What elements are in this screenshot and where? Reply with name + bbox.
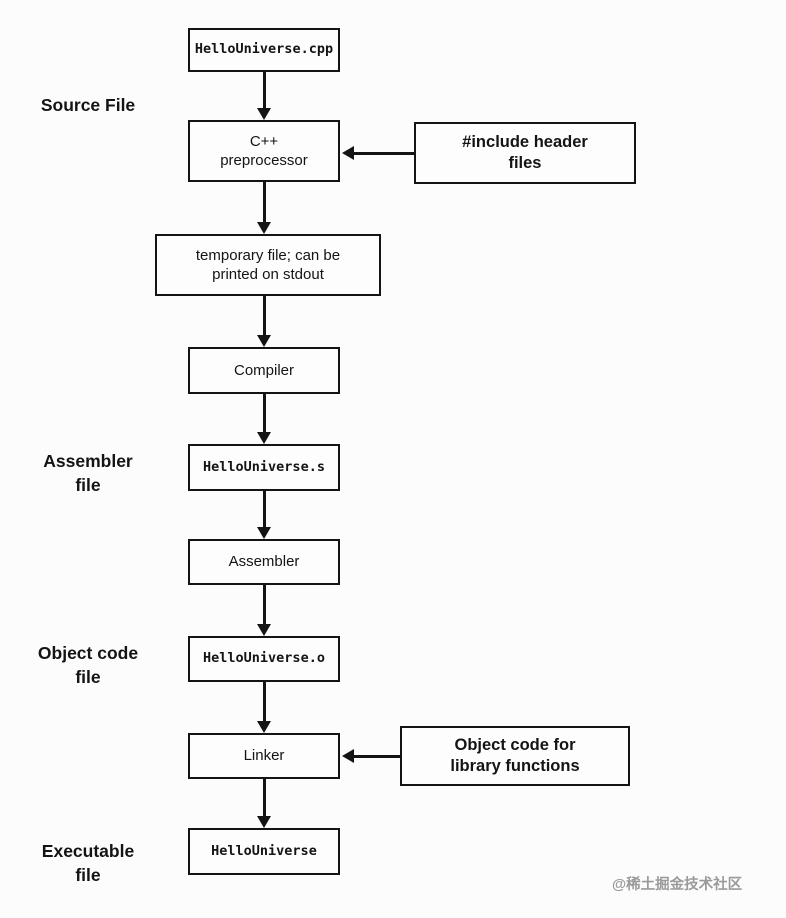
node-include-note: #include header files (414, 122, 636, 184)
node-compiler: Compiler (188, 347, 340, 394)
node-preprocessor: C++ preprocessor (188, 120, 340, 182)
side-label-assembler-file: Assembler file (43, 451, 133, 495)
arrow-include-to-preprocessor-icon (342, 145, 414, 161)
node-object-o: HelloUniverse.o (188, 636, 340, 682)
node-library-note: Object code for library functions (400, 726, 630, 786)
arrow-assembler-to-objectfile-icon (256, 585, 272, 636)
node-assembler-s: HelloUniverse.s (188, 444, 340, 491)
node-source-cpp: HelloUniverse.cpp (188, 28, 340, 72)
watermark-text: @稀土掘金技术社区 (612, 877, 743, 893)
side-label-source-file: Source File (40, 95, 136, 115)
arrow-preprocessor-to-tempfile-icon (256, 182, 272, 234)
node-executable: HelloUniverse (188, 828, 340, 875)
arrow-linker-to-executable-icon (256, 779, 272, 828)
arrow-library-to-linker-icon (342, 748, 400, 764)
node-temp-file: temporary file; can be printed on stdout (155, 234, 381, 296)
arrow-tempfile-to-compiler-icon (256, 296, 272, 347)
node-linker: Linker (188, 733, 340, 779)
side-label-object-code-file: Object code file (37, 643, 139, 687)
node-assembler: Assembler (188, 539, 340, 585)
arrow-objectfile-to-linker-icon (256, 682, 272, 733)
side-label-executable-file: Executable file (41, 841, 135, 885)
arrow-assemblerfile-to-assembler-icon (256, 491, 272, 539)
arrow-compiler-to-assemblerfile-icon (256, 394, 272, 444)
arrow-cpp-to-preprocessor-icon (256, 72, 272, 120)
